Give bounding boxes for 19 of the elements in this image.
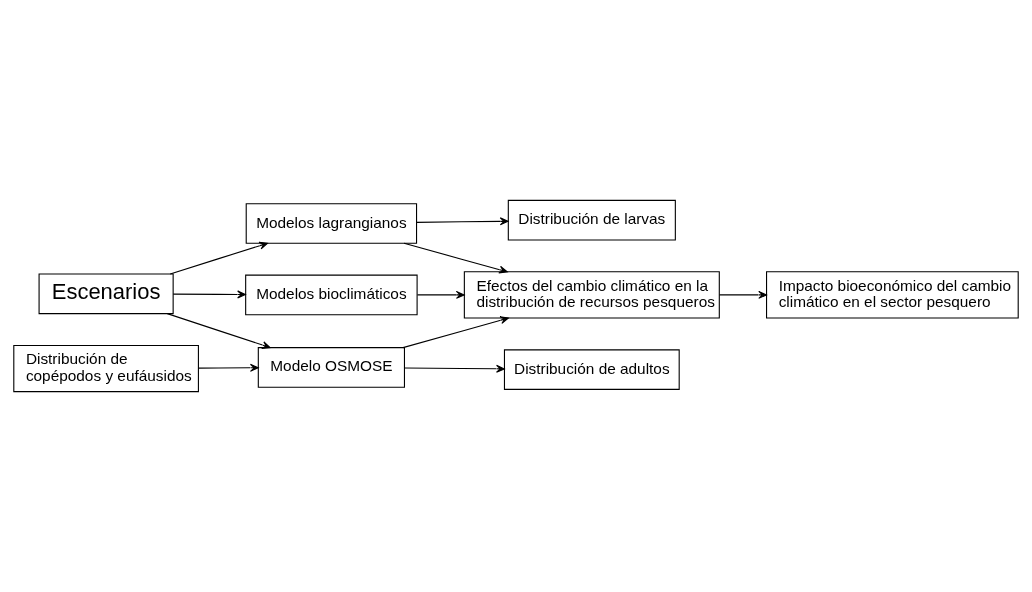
- node-box: Escenarios: [38, 273, 174, 315]
- arrow: [169, 241, 268, 275]
- arrow: [416, 290, 465, 299]
- node-box: Modelos bioclimáticos: [245, 274, 418, 316]
- arrow: [403, 242, 508, 274]
- node-box: Modelos lagrangianos: [245, 203, 418, 244]
- arrow: [404, 364, 505, 373]
- arrow: [166, 313, 271, 349]
- arrow: [416, 217, 509, 226]
- node-box: Distribución de copépodos y eufáusidos: [13, 344, 199, 393]
- arrow: [402, 316, 509, 349]
- node-box: Distribución de larvas: [507, 199, 676, 241]
- arrow: [198, 363, 259, 372]
- arrow: [172, 290, 246, 299]
- node-box: Efectos del cambio climático en la distribución de recursos pesqueros: [463, 271, 720, 319]
- arrow: [718, 290, 767, 299]
- node-box: Impacto bioeconómico del cambio climático en el sector pesquero: [766, 271, 1019, 319]
- node-box: Modelo OSMOSE: [257, 347, 405, 388]
- node-box: Distribución de adultos: [503, 349, 680, 390]
